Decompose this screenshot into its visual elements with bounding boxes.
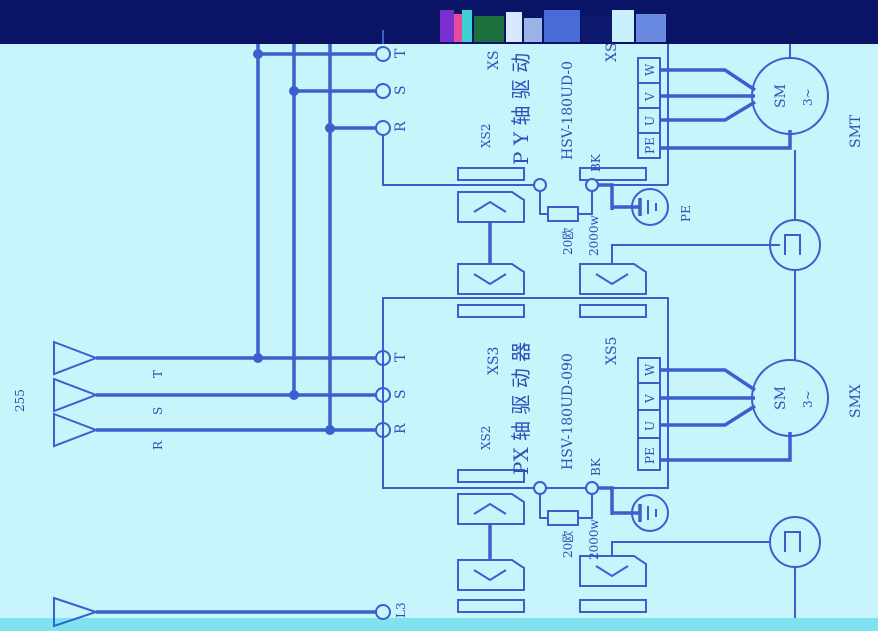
- input-terminal-s: [53, 377, 99, 413]
- driver-box-x: [382, 297, 669, 489]
- input-terminal-r: [53, 412, 99, 448]
- image-artifact: [440, 10, 666, 42]
- encoder-mid: [769, 516, 821, 568]
- motor-smt: [751, 57, 829, 135]
- title-bar: [0, 0, 878, 44]
- bottom-band: [0, 618, 878, 631]
- motor-smx: [751, 359, 829, 437]
- input-terminal-t: [53, 340, 99, 376]
